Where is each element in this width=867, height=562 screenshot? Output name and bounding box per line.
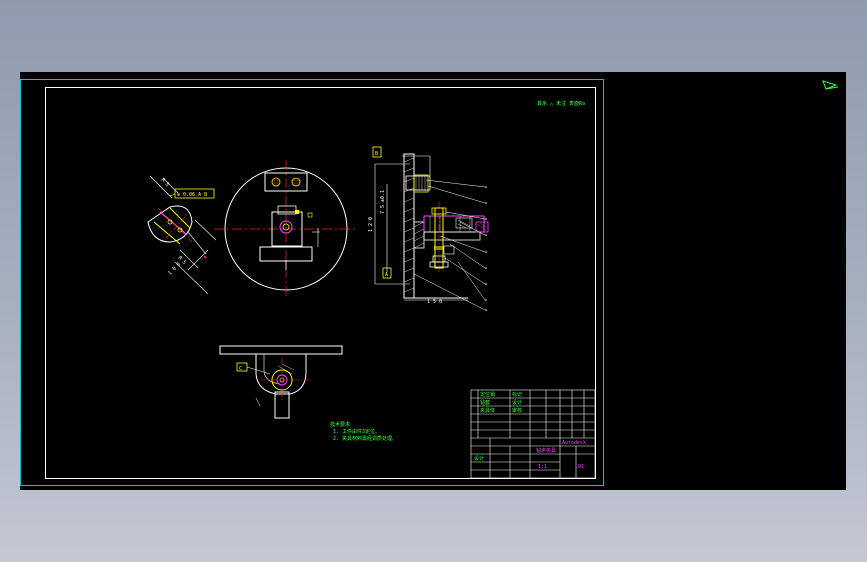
tb-part-1: 定位销 bbox=[480, 391, 495, 398]
drawing-frame bbox=[45, 87, 596, 479]
datum-b: B bbox=[375, 151, 378, 157]
tb-company: Autodesk bbox=[562, 440, 586, 446]
tb-label-b: 设计 bbox=[512, 399, 522, 406]
dim-left-1: R 5 bbox=[160, 177, 171, 188]
tb-scale: 1:1 bbox=[538, 464, 547, 470]
front-view: C bbox=[219, 345, 343, 419]
tech-req-1: 1. 工件由件3定位。 bbox=[333, 428, 380, 435]
tb-drawing-name: 钻床夹具 bbox=[536, 447, 556, 454]
tb-designer: 设计 bbox=[474, 455, 484, 462]
dim-side-2: 7 5 ±0.1 bbox=[380, 190, 386, 214]
top-view bbox=[214, 160, 358, 298]
tb-part-3: 夹具体 bbox=[480, 407, 495, 414]
tech-title: 技术要求 bbox=[330, 421, 350, 428]
section-view-left: R 5 ⊕ 0.06 A B R 5 1 0 0 bbox=[147, 175, 217, 295]
datum-c: C bbox=[239, 366, 242, 372]
tech-req-2: 2. 夹具材料需经调质处理。 bbox=[333, 435, 397, 442]
ucs-icon[interactable] bbox=[822, 80, 839, 90]
tolerance-frame bbox=[174, 188, 215, 199]
layout-border bbox=[20, 79, 604, 486]
tb-sheet: 01 bbox=[578, 464, 584, 470]
dim-left-2: R 5 bbox=[177, 255, 188, 266]
tb-label-c: 审核 bbox=[512, 407, 522, 414]
side-view: B A 1 2 0 7 5 ±0.1 bbox=[368, 146, 489, 311]
cad-drawing: 其余 △ 未注 表面Ra R 5 ⊕ 0.06 A B R 5 1 0 0 bbox=[20, 79, 839, 486]
drawing-viewport[interactable]: 其余 △ 未注 表面Ra R 5 ⊕ 0.06 A B R 5 1 0 0 bbox=[20, 72, 846, 490]
roughness-note: 其余 △ 未注 表面Ra bbox=[537, 100, 585, 107]
datum-a: A bbox=[385, 272, 388, 278]
datum-b-box bbox=[372, 146, 382, 158]
title-block bbox=[470, 389, 596, 479]
dim-side-1: 1 2 0 bbox=[368, 217, 374, 232]
dim-left-3: 1 0 0 bbox=[167, 262, 182, 277]
tolerance-text: ⊕ 0.06 A B bbox=[177, 192, 207, 198]
tb-part-2: 钻套 bbox=[480, 399, 490, 406]
tb-label-a: 标记 bbox=[512, 391, 522, 398]
dim-bottom: 1 5 0 bbox=[427, 299, 442, 305]
